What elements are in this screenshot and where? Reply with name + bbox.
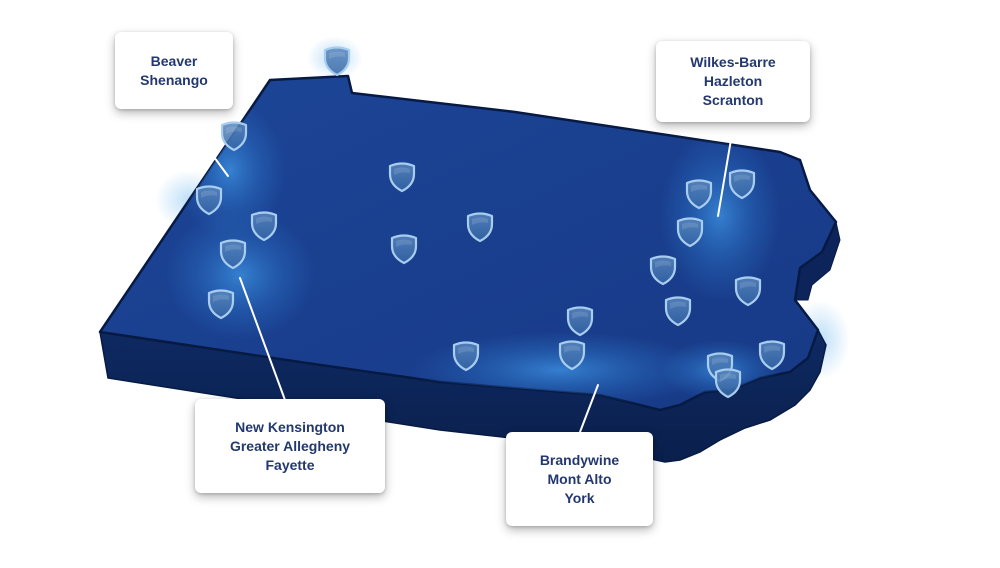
- callout-line: Greater Allegheny: [229, 437, 351, 454]
- shield-icon[interactable]: [664, 296, 692, 327]
- shield-icon[interactable]: [649, 255, 677, 286]
- callout-line: New Kensington: [235, 418, 345, 435]
- shield-icon[interactable]: [714, 368, 742, 399]
- leader-line-southeast: [579, 384, 599, 433]
- callout-line: Shenango: [140, 71, 208, 88]
- shield-icon[interactable]: [195, 185, 223, 216]
- callout-line: Mont Alto: [547, 470, 612, 487]
- shield-icon[interactable]: [220, 121, 248, 152]
- leader-lines: [177, 107, 735, 433]
- callout-southwest[interactable]: New Kensington Greater Allegheny Fayette: [195, 399, 385, 493]
- callout-line: York: [564, 489, 595, 506]
- shield-icon[interactable]: [728, 169, 756, 200]
- callout-line: Hazleton: [703, 73, 763, 89]
- shield-icon[interactable]: [219, 239, 247, 270]
- shield-icon[interactable]: [466, 212, 494, 243]
- shield-icon[interactable]: [250, 211, 278, 242]
- shield-icon[interactable]: [390, 234, 418, 265]
- leader-line-northeast: [717, 121, 735, 217]
- callout-line: Fayette: [265, 456, 315, 473]
- shield-icon[interactable]: [452, 341, 480, 372]
- shield-icon[interactable]: [558, 340, 586, 371]
- shield-icon[interactable]: [388, 162, 416, 193]
- shield-icon[interactable]: [685, 179, 713, 210]
- shield-icon[interactable]: [734, 276, 762, 307]
- callout-southeast[interactable]: Brandywine Mont Alto York: [506, 432, 653, 526]
- shield-icon[interactable]: [323, 46, 351, 77]
- callout-line: Brandywine: [539, 451, 620, 468]
- shield-icon[interactable]: [566, 306, 594, 337]
- callout-line: Wilkes-Barre: [690, 54, 776, 70]
- shield-icon[interactable]: [758, 340, 786, 371]
- leader-line-southwest: [239, 277, 286, 401]
- callout-northwest[interactable]: Beaver Shenango: [115, 32, 233, 109]
- shield-icon[interactable]: [207, 289, 235, 320]
- leader-line-northwest: [177, 107, 229, 177]
- callout-northeast[interactable]: Wilkes-Barre Hazleton Scranton: [656, 41, 810, 122]
- campus-markers: [195, 46, 786, 399]
- callout-line: Scranton: [702, 92, 764, 108]
- shield-icon[interactable]: [676, 217, 704, 248]
- callout-line: Beaver: [150, 52, 198, 69]
